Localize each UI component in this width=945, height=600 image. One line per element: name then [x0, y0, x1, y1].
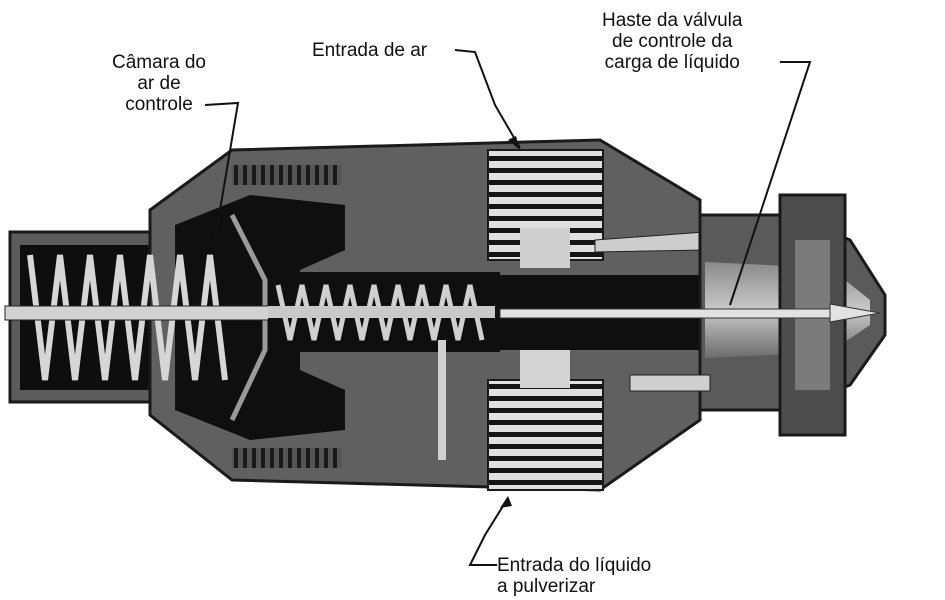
leader-lines [204, 49, 812, 566]
label-line: carga de líquido [604, 52, 740, 73]
air-inlet-throat [520, 228, 570, 268]
label-line: controle [125, 94, 193, 115]
arrow-liquid-inlet [500, 496, 512, 508]
inner-rod [268, 306, 508, 318]
liquid-inlet-port [487, 379, 604, 491]
label-line: a pulverizar [497, 576, 596, 597]
label-line: de controle da [612, 31, 733, 52]
label-line: ar de [137, 73, 181, 94]
leader-air-chamber [204, 101, 240, 241]
label-line: Haste da válvula [602, 10, 743, 31]
body-thread-top [232, 165, 342, 185]
leader-air-inlet [454, 49, 521, 149]
arrowheads [500, 136, 520, 508]
label-liquid-inlet: Entrada do líquido a pulverizar [497, 555, 651, 597]
label-valve-stem: Haste da válvula de controle da carga de… [602, 10, 742, 73]
leader-stem [729, 61, 812, 306]
label-line: Entrada de ar [312, 40, 428, 61]
label-air-inlet: Entrada de ar [312, 40, 427, 61]
label-line: Câmara do [112, 52, 206, 73]
body-thread-bottom [232, 448, 342, 468]
stem-tip [829, 303, 881, 323]
leader-liquid-inlet [468, 497, 509, 566]
left-rod [4, 305, 281, 321]
vertical-passage [438, 340, 446, 460]
locating-pin [629, 374, 711, 392]
valve-stem [499, 308, 831, 319]
label-control-air-chamber: Câmara do ar de controle [112, 52, 206, 115]
arrow-air-inlet [508, 136, 520, 150]
label-line: Entrada do líquido [497, 555, 652, 576]
